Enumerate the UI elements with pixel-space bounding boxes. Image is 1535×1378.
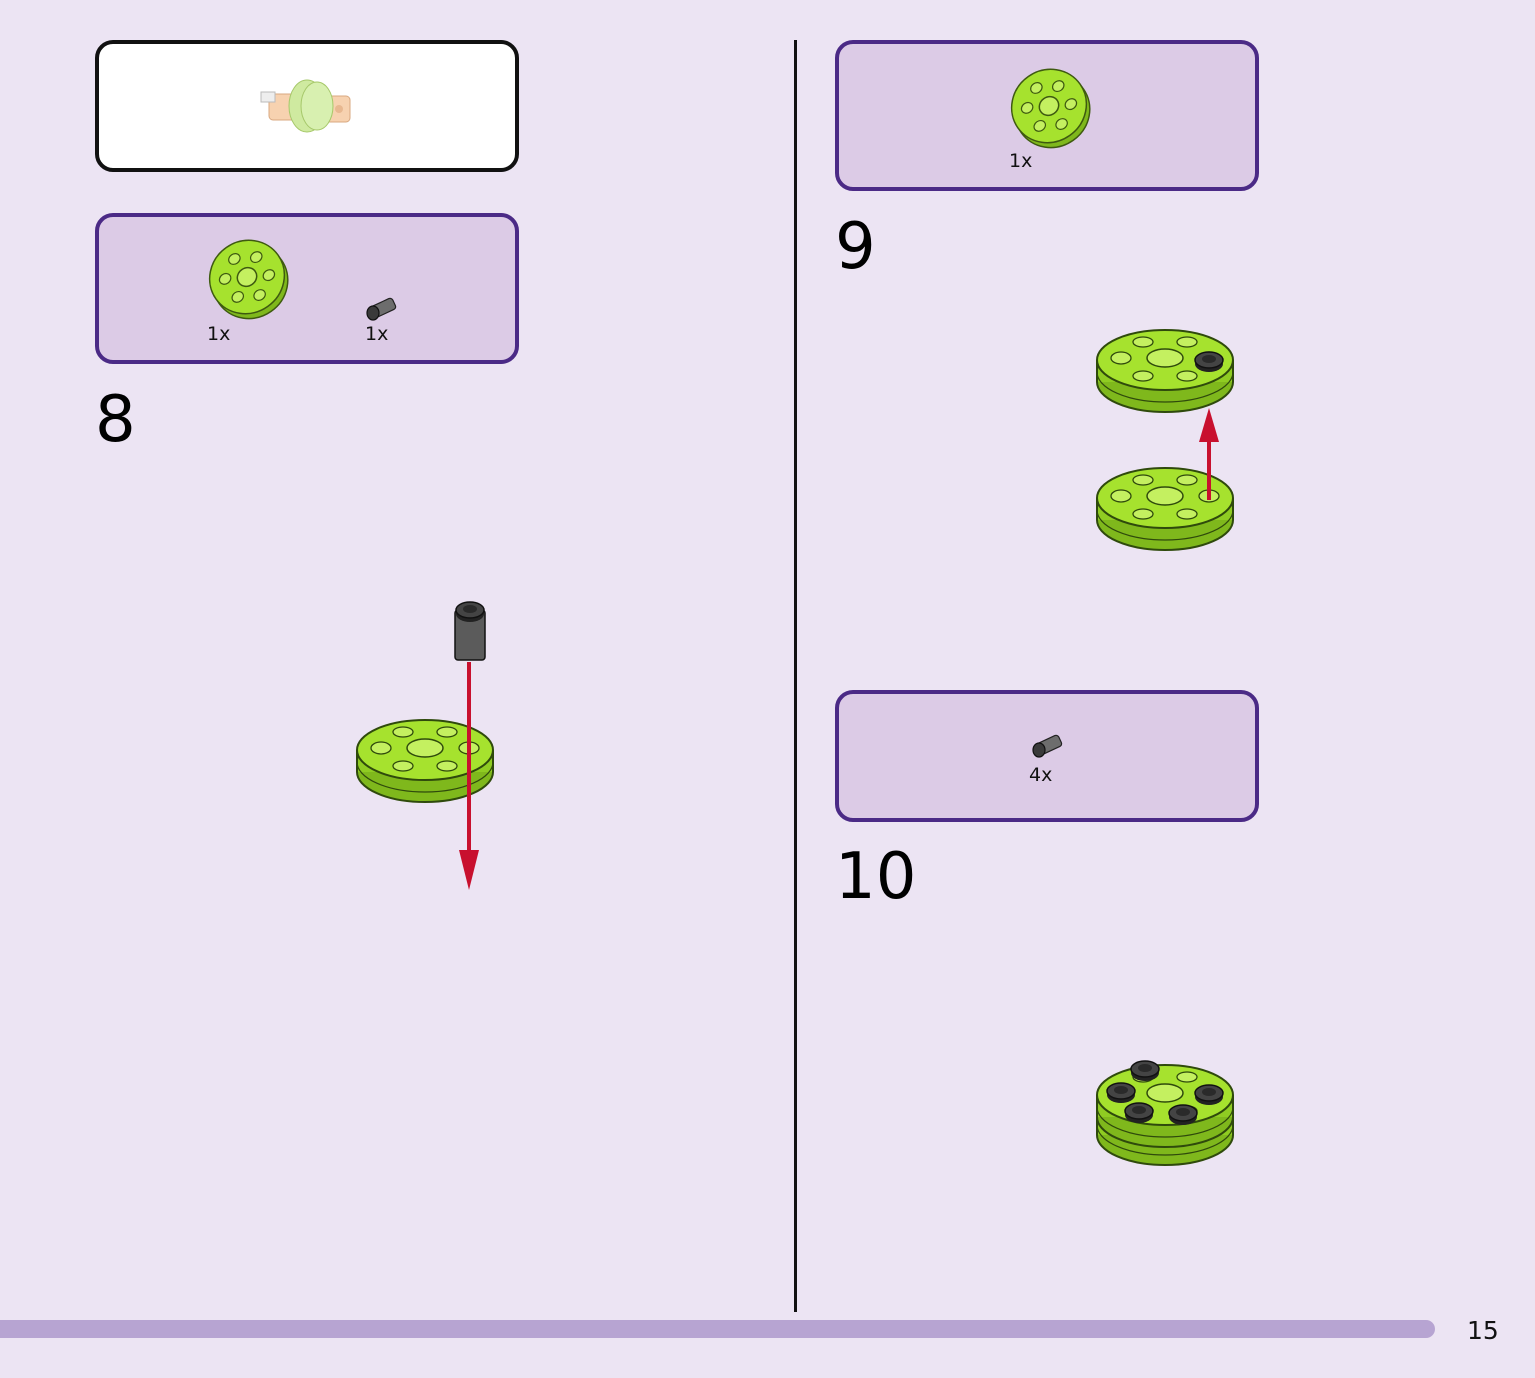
part-qty: 1x [365,323,389,345]
step8-parts-list: 1x 1x [95,213,519,364]
step9-parts-list: 1x [835,40,1259,191]
step-number: 9 [835,210,876,284]
step9-illustration [1096,329,1234,551]
black-pin-icon [366,296,398,321]
lime-wheel-icon [996,53,1105,163]
part-qty: 4x [1029,764,1053,786]
lime-wheel-icon [194,224,303,334]
footer-bar [0,1320,1435,1338]
black-pin-icon [1032,733,1064,758]
step-number: 10 [835,840,917,914]
step8-illustration [356,601,494,890]
step-number: 8 [95,383,136,457]
step10-parts-list: 4x [835,690,1259,822]
page-divider [794,40,797,1312]
sub-assembly-preview-icon [260,79,351,133]
sub-assembly-callout [95,40,519,172]
step10-illustration [1096,1060,1234,1166]
page-number: 15 [1467,1316,1499,1345]
part-qty: 1x [1009,150,1033,172]
part-qty: 1x [207,323,231,345]
